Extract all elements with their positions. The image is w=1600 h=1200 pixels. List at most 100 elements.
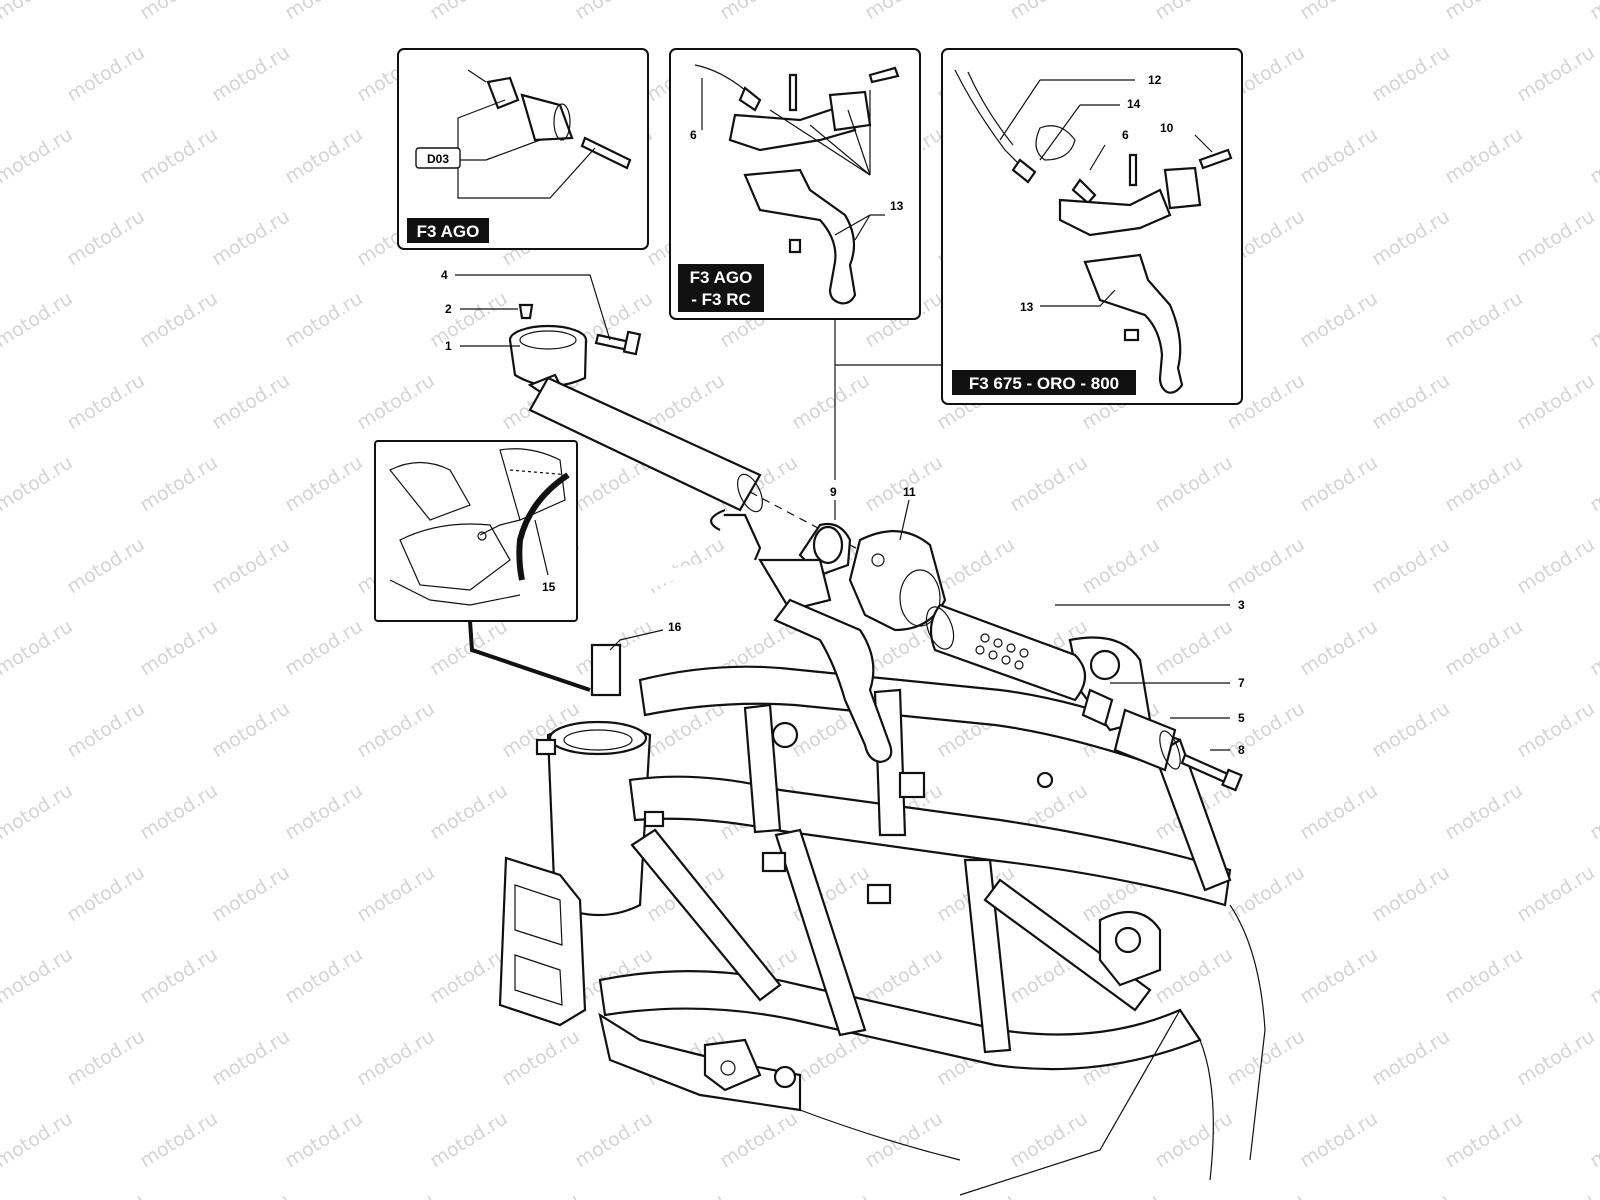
- watermark-text: motod.ru: [1513, 861, 1599, 926]
- watermark-text: motod.ru: [208, 369, 294, 434]
- watermark-text: motod.ru: [1368, 369, 1454, 434]
- inset-label-f3-675-oro-800: F3 675 - ORO - 800: [969, 374, 1119, 393]
- watermark-text: motod.ru: [136, 451, 222, 516]
- callout-2: 2: [445, 302, 452, 316]
- inset-lever-rc: F3 AGO - F3 RC: [669, 48, 921, 320]
- watermark-text: motod.ru: [716, 1107, 802, 1172]
- watermark-text: motod.ru: [1368, 533, 1454, 598]
- watermark-text: motod.ru: [0, 0, 77, 24]
- watermark-text: motod.ru: [353, 1189, 439, 1200]
- watermark-text: motod.ru: [63, 205, 149, 270]
- watermark-text: motod.ru: [1151, 451, 1237, 516]
- d03-ref-code: D03: [427, 152, 449, 166]
- callout-5: 5: [1238, 711, 1245, 725]
- watermark-text: motod.ru: [353, 369, 439, 434]
- watermark-text: motod.ru: [1368, 205, 1454, 270]
- watermark-text: motod.ru: [1223, 1189, 1309, 1200]
- watermark-text: motod.ru: [1368, 1189, 1454, 1200]
- watermark-text: motod.ru: [0, 779, 77, 844]
- watermark-text: motod.ru: [281, 1107, 367, 1172]
- callout-12: 12: [1148, 73, 1162, 87]
- variant-connector-line: [834, 319, 942, 480]
- watermark-text: motod.ru: [1223, 861, 1309, 926]
- watermark-text: motod.ru: [1296, 943, 1382, 1008]
- watermark-text: motod.ru: [1296, 615, 1382, 680]
- watermark-text: motod.ru: [1513, 533, 1599, 598]
- watermark-text: motod.ru: [1078, 1189, 1164, 1200]
- watermark-text: motod.ru: [136, 615, 222, 680]
- watermark-text: motod.ru: [0, 287, 77, 352]
- watermark-text: motod.ru: [1441, 779, 1527, 844]
- watermark-text: motod.ru: [861, 451, 947, 516]
- watermark-text: motod.ru: [1151, 0, 1237, 24]
- watermark-text: motod.ru: [63, 41, 149, 106]
- callout-15: 15: [542, 580, 556, 594]
- watermark-text: motod.ru: [571, 0, 657, 24]
- watermark-text: motod.ru: [63, 533, 149, 598]
- callout-1: 1: [445, 339, 452, 353]
- inset-label-f3-ago: F3 AGO: [417, 222, 480, 241]
- watermark-text: motod.ru: [0, 697, 4, 762]
- watermark-text: motod.ru: [861, 1107, 947, 1172]
- watermark-text: motod.ru: [1513, 369, 1599, 434]
- watermark-text: motod.ru: [0, 861, 4, 926]
- inset-cable-routing-pointer: [468, 620, 591, 692]
- watermark-text: motod.ru: [1586, 779, 1600, 844]
- watermark-text: motod.ru: [1296, 123, 1382, 188]
- watermark-text: motod.ru: [0, 533, 4, 598]
- watermark-text: motod.ru: [0, 369, 4, 434]
- watermark-text: motod.ru: [0, 41, 4, 106]
- inset-label-f3-rc-line2: - F3 RC: [691, 290, 751, 309]
- watermark-text: motod.ru: [1441, 0, 1527, 24]
- callout-4: 4: [441, 268, 448, 282]
- watermark-text: motod.ru: [208, 533, 294, 598]
- watermark-text: motod.ru: [136, 779, 222, 844]
- watermark-text: motod.ru: [136, 1107, 222, 1172]
- callout-13-oro-inset: 13: [1020, 300, 1034, 314]
- watermark-text: motod.ru: [1586, 287, 1600, 352]
- watermark-text: motod.ru: [136, 943, 222, 1008]
- watermark-text: motod.ru: [208, 41, 294, 106]
- watermark-text: motod.ru: [1441, 451, 1527, 516]
- grip-texture: [975, 633, 1029, 670]
- watermark-text: motod.ru: [281, 123, 367, 188]
- watermark-text: motod.ru: [933, 533, 1019, 598]
- watermark-text: motod.ru: [0, 205, 4, 270]
- watermark-text: motod.ru: [1441, 287, 1527, 352]
- watermark-text: motod.ru: [1151, 615, 1237, 680]
- handlebar-drawing: [508, 303, 1243, 792]
- watermark-text: motod.ru: [1441, 1107, 1527, 1172]
- watermark-text: motod.ru: [1441, 123, 1527, 188]
- callout-6-oro-inset: 6: [1122, 128, 1129, 142]
- callout-leaders: [455, 274, 1230, 751]
- inset-bar-end: D03 F3 AGO: [397, 48, 649, 250]
- watermark-text: motod.ru: [1078, 533, 1164, 598]
- watermark-text: motod.ru: [1006, 451, 1092, 516]
- callout-16: 16: [668, 620, 682, 634]
- watermark-text: motod.ru: [1368, 697, 1454, 762]
- watermark-text: motod.ru: [353, 697, 439, 762]
- watermark-text: motod.ru: [353, 1025, 439, 1090]
- watermark-text: motod.ru: [1296, 779, 1382, 844]
- callout-11: 11: [903, 485, 916, 499]
- watermark-text: motod.ru: [1151, 943, 1237, 1008]
- watermark-text: motod.ru: [1006, 1107, 1092, 1172]
- watermark-text: motod.ru: [1223, 697, 1309, 762]
- watermark-text: motod.ru: [426, 0, 512, 24]
- watermark-text: motod.ru: [1441, 615, 1527, 680]
- callout-6-rc-inset: 6: [690, 128, 697, 142]
- watermark-text: motod.ru: [1441, 943, 1527, 1008]
- watermark-text: motod.ru: [1586, 0, 1600, 24]
- watermark-text: motod.ru: [1296, 0, 1382, 24]
- watermark-text: motod.ru: [0, 1025, 4, 1090]
- watermark-text: motod.ru: [643, 369, 729, 434]
- watermark-text: motod.ru: [63, 697, 149, 762]
- watermark-text: motod.ru: [1586, 943, 1600, 1008]
- watermark-text: motod.ru: [0, 1189, 4, 1200]
- watermark-text: motod.ru: [1296, 451, 1382, 516]
- watermark-text: motod.ru: [0, 123, 77, 188]
- watermark-text: motod.ru: [1513, 1025, 1599, 1090]
- inset-lever-oro: F3 675 - ORO - 800: [941, 48, 1243, 405]
- watermark-text: motod.ru: [63, 861, 149, 926]
